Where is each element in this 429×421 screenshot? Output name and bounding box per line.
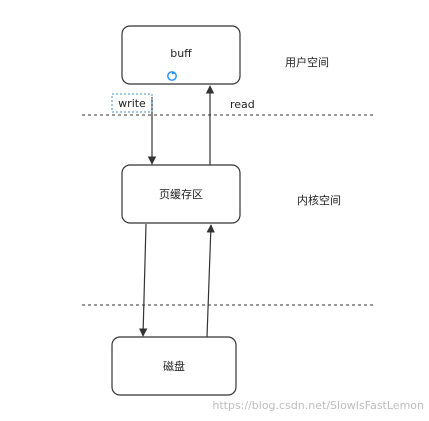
page-cache-to-disk-arrow[interactable] — [139, 223, 148, 337]
kernel-space-label: 内核空间 — [297, 193, 341, 207]
write-label[interactable]: write — [111, 93, 153, 113]
buff-node-label: buff — [170, 47, 192, 60]
buff-node[interactable]: buff — [121, 25, 241, 85]
disk-node-label: 磁盘 — [163, 359, 185, 373]
disk-to-page-cache-arrow[interactable] — [206, 224, 215, 338]
page-cache-node-label: 页缓存区 — [159, 187, 203, 201]
write-label-text: write — [118, 97, 146, 110]
page-cache-node[interactable]: 页缓存区 — [121, 164, 241, 224]
disk-node[interactable]: 磁盘 — [111, 336, 237, 396]
refresh-icon[interactable] — [167, 71, 177, 81]
user-space-label: 用户空间 — [285, 55, 329, 69]
watermark-text: https://blog.csdn.net/SlowIsFastLemon — [212, 399, 424, 412]
read-label: read — [230, 98, 255, 111]
